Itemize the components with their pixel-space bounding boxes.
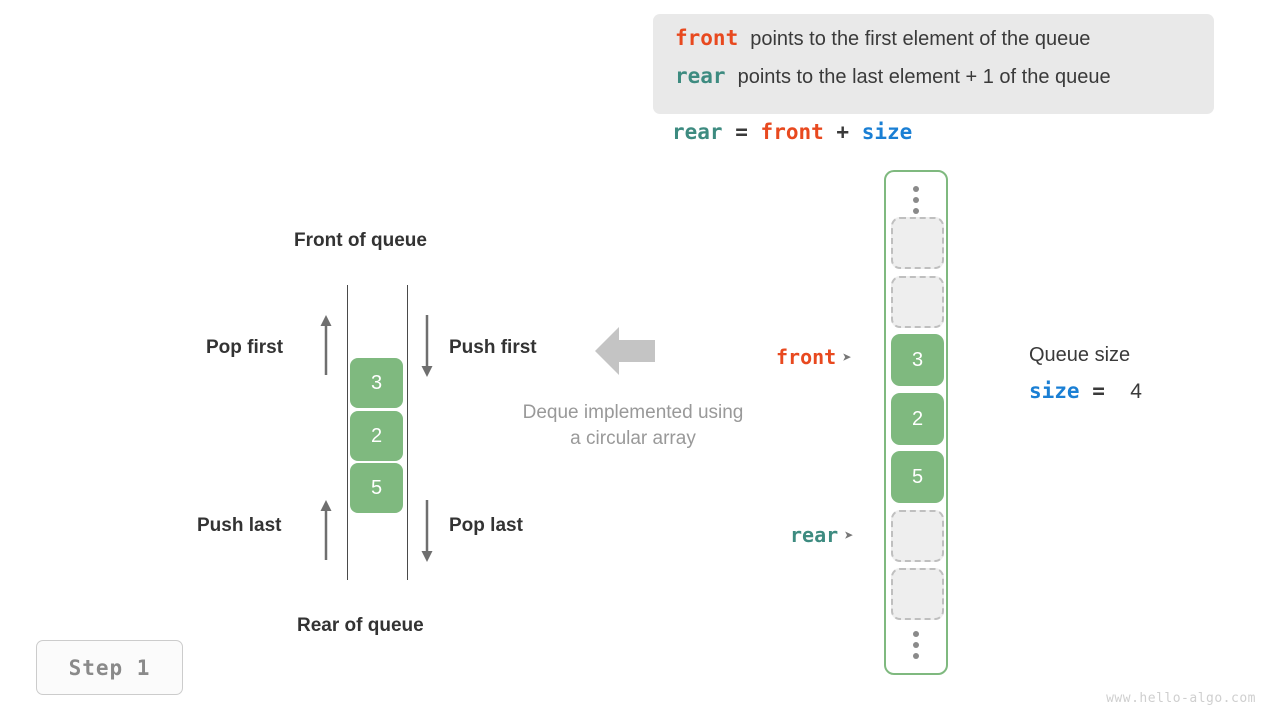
array-slot (891, 510, 944, 562)
pop-first-label: Pop first (206, 337, 284, 358)
deque-cell: 3 (350, 358, 403, 408)
rear-pointer-text: rear (790, 523, 839, 547)
push-last-arrow-icon (320, 500, 332, 560)
push-last-label: Push last (197, 515, 282, 536)
front-pointer-text: front (776, 345, 837, 369)
rear-of-queue-label: Rear of queue (297, 615, 424, 636)
formula-front: front (760, 120, 824, 144)
front-keyword: front (675, 26, 739, 50)
left-block-arrow-icon (595, 327, 655, 375)
array-slot (891, 217, 944, 269)
formula-size: size (861, 120, 913, 144)
diagram-caption: Deque implemented using a circular array (483, 400, 783, 452)
queue-size-title: Queue size (1029, 344, 1131, 366)
formula-equals: = (735, 120, 748, 144)
legend-line-front: front points to the first element of the… (675, 26, 1192, 64)
pop-first-arrow-icon (320, 315, 332, 375)
rear-description: points to the last element + 1 of the qu… (737, 66, 1111, 88)
size-keyword: size (1029, 379, 1080, 403)
front-pointer-arrow-icon: ➤ (842, 347, 852, 367)
formula-expression: rear = front + size (672, 120, 912, 144)
circular-array-container: 3 2 5 (884, 170, 948, 675)
array-slot: 5 (891, 451, 944, 503)
step-badge: Step 1 (36, 640, 183, 695)
legend-box: front points to the first element of the… (653, 14, 1214, 114)
array-slot: 2 (891, 393, 944, 445)
ellipsis-top-icon (913, 186, 919, 214)
array-slot (891, 568, 944, 620)
rear-pointer-arrow-icon: ➤ (844, 525, 854, 545)
size-value: 4 (1130, 380, 1142, 403)
queue-size-expression: size = 4 (1029, 379, 1142, 404)
size-equals: = (1092, 379, 1105, 403)
front-description: points to the first element of the queue (750, 28, 1091, 50)
deque-cell: 5 (350, 463, 403, 513)
rear-keyword: rear (675, 64, 726, 88)
pop-last-arrow-icon (421, 500, 433, 562)
legend-line-rear: rear points to the last element + 1 of t… (675, 64, 1192, 102)
push-first-arrow-icon (421, 315, 433, 377)
deque-rail-right (407, 285, 408, 580)
deque-rail-left (347, 285, 348, 580)
push-first-label: Push first (449, 337, 537, 358)
diagram-caption-line2: a circular array (570, 428, 696, 449)
array-slot: 3 (891, 334, 944, 386)
formula-plus: + (836, 120, 850, 144)
diagram-caption-line1: Deque implemented using (522, 402, 744, 423)
pop-last-label: Pop last (449, 515, 523, 536)
watermark: www.hello-algo.com (1106, 691, 1256, 706)
deque-cell: 2 (350, 411, 403, 461)
front-of-queue-label: Front of queue (294, 230, 427, 251)
formula-rear: rear (672, 120, 723, 144)
rear-pointer-label: rear ➤ (790, 523, 854, 547)
array-slot (891, 276, 944, 328)
front-pointer-label: front ➤ (776, 345, 852, 369)
ellipsis-bottom-icon (913, 631, 919, 659)
